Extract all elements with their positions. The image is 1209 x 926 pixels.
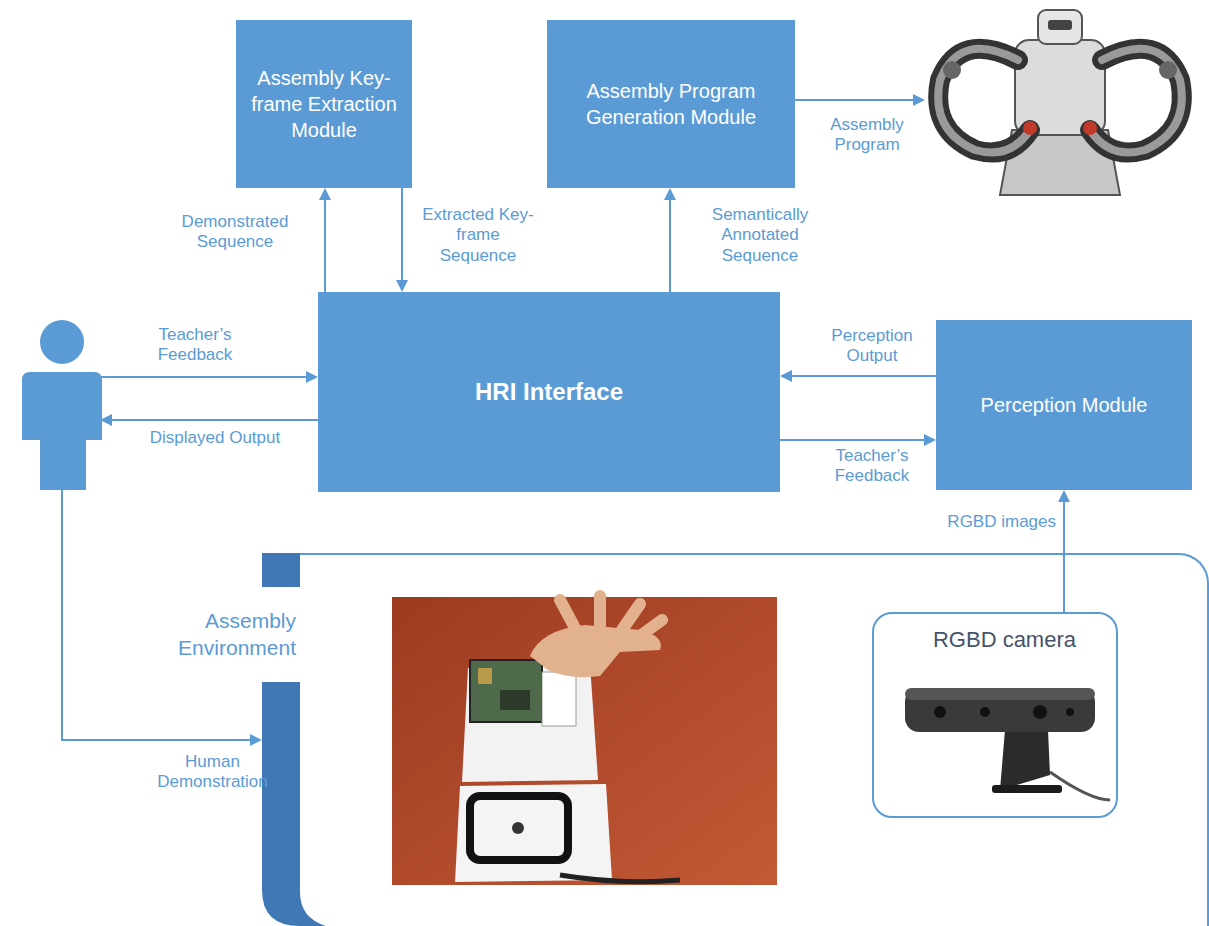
- connector-arrow: [1058, 490, 1070, 612]
- node-text: RGBD camera: [926, 626, 1076, 655]
- environment-region: Assembly EnvironmentRGBD camera: [300, 553, 1209, 926]
- connector-arrow: [664, 188, 676, 292]
- node-text: Assembly Program Generation Module: [557, 78, 785, 130]
- edge-label: Teacher’s Feedback: [812, 446, 932, 487]
- arrow-head: [924, 434, 936, 446]
- arrow-head: [1058, 490, 1070, 502]
- robot-illustration: [938, 10, 1182, 195]
- node-text: Assembly Key-frame Extraction Module: [246, 65, 402, 143]
- arrow-head: [396, 280, 408, 292]
- rgbd-camera-icon: [905, 688, 1110, 800]
- edge-label: Extracted Key-frame Sequence: [418, 205, 538, 266]
- camera-box: RGBD camera: [872, 612, 1118, 818]
- connector-line: [401, 188, 403, 282]
- node-text: Assembly Environment: [146, 607, 296, 662]
- connector-line: [780, 439, 926, 441]
- person-icon: [22, 320, 102, 490]
- edge-label: Semantically Annotated Sequence: [690, 205, 830, 266]
- connector-arrow: [396, 188, 408, 292]
- module-box: Assembly Program Generation Module: [547, 20, 795, 188]
- edge-label: Perception Output: [812, 326, 932, 367]
- connector-arrow: [780, 434, 936, 446]
- module-box: Perception Module: [936, 320, 1192, 490]
- node-text: Perception Module: [981, 392, 1148, 418]
- flow-label: Human Demonstration: [145, 752, 280, 793]
- node-text: HRI Interface: [475, 376, 623, 407]
- flow-label: Displayed Output: [120, 428, 310, 448]
- connector-arrow: [319, 188, 331, 292]
- arrow-head: [664, 188, 676, 200]
- connector-line: [790, 375, 936, 377]
- arrow-head: [780, 370, 792, 382]
- demonstration-photo: [392, 596, 777, 885]
- edge-label: Demonstrated Sequence: [160, 212, 310, 253]
- connector-line: [324, 198, 326, 292]
- edge-label: RGBD images: [920, 512, 1056, 532]
- connector-line: [1063, 500, 1065, 612]
- module-box: Assembly Key-frame Extraction Module: [236, 20, 412, 188]
- environment-strip: [262, 553, 326, 926]
- flow-label: Assembly Program: [812, 115, 922, 156]
- connector-arrow: [780, 370, 936, 382]
- connector-line: [669, 198, 671, 292]
- flow-label: Teacher’s Feedback: [130, 325, 260, 366]
- arrow-head: [319, 188, 331, 200]
- interface-box: HRI Interface: [318, 292, 780, 492]
